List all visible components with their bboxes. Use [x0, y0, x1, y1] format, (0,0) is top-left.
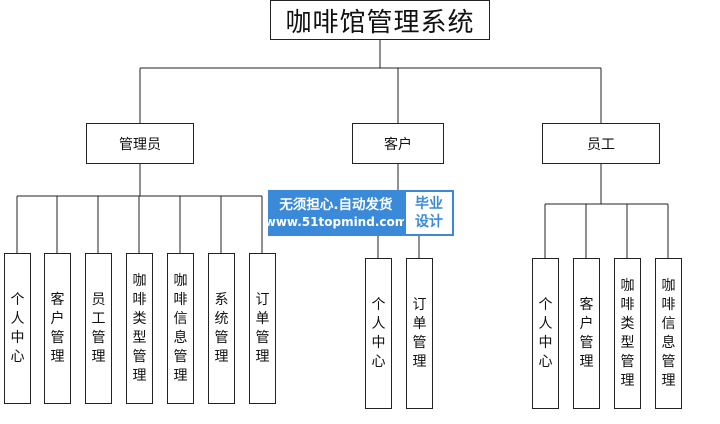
- admin-module-order-management: 订单管理: [249, 253, 276, 404]
- watermark-line1: 无须担心.自动发货: [279, 197, 393, 213]
- staff-module-coffee-type-management: 咖啡类型管理: [614, 258, 641, 409]
- watermark-badge: 无须担心.自动发货 www.51topmind.com 毕业 设计: [265, 190, 454, 236]
- role-node-customer: 客户: [352, 123, 444, 164]
- role-node-admin: 管理员: [86, 123, 194, 164]
- staff-module-coffee-info-management: 咖啡信息管理: [655, 258, 682, 409]
- admin-module-personal-center: 个人中心: [4, 253, 31, 404]
- admin-module-customer-management: 客户管理: [44, 253, 71, 404]
- staff-module-customer-management: 客户管理: [573, 258, 600, 409]
- watermark-url: www.51topmind.com: [264, 215, 408, 229]
- role-node-staff: 员工: [542, 123, 660, 164]
- admin-module-coffee-info-management: 咖啡信息管理: [167, 253, 194, 404]
- customer-module-personal-center: 个人中心: [365, 258, 392, 409]
- admin-module-coffee-type-management: 咖啡类型管理: [126, 253, 153, 404]
- watermark-graduation-tag: 毕业 设计: [404, 190, 454, 236]
- watermark-text-block: 无须担心.自动发货 www.51topmind.com: [265, 190, 407, 236]
- watermark-tag-bottom: 设计: [415, 214, 443, 230]
- staff-module-personal-center: 个人中心: [532, 258, 559, 409]
- watermark-tag-top: 毕业: [415, 196, 443, 212]
- admin-module-staff-management: 员工管理: [85, 253, 112, 404]
- customer-module-order-management: 订单管理: [406, 258, 433, 409]
- admin-module-system-management: 系统管理: [208, 253, 235, 404]
- root-node: 咖啡馆管理系统: [270, 0, 490, 40]
